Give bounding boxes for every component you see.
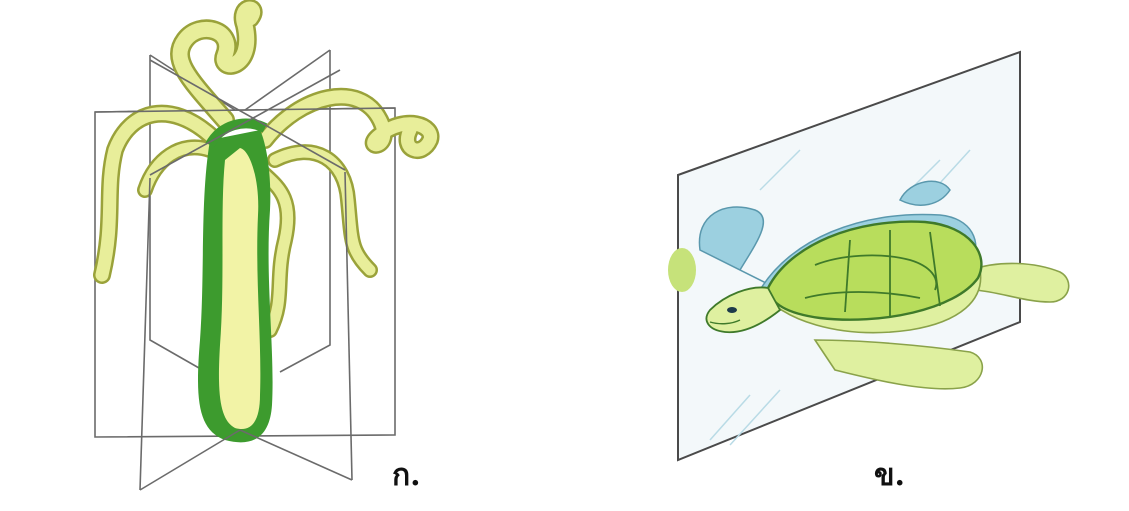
reflected-head-tip	[668, 248, 696, 292]
hydra-body	[198, 118, 273, 443]
plane-top-edge	[149, 69, 341, 176]
plane-top-edge	[149, 59, 346, 171]
turtle-mouth	[709, 319, 741, 325]
hydra-figure: ก.	[60, 0, 460, 511]
tentacle-left-short-fill	[139, 141, 216, 196]
plane-top-edge	[94, 107, 396, 113]
turtle-illustration	[668, 50, 1070, 462]
plane-front-left-edge	[139, 177, 151, 491]
turtle-eye	[727, 307, 737, 313]
front-flipper-right	[969, 262, 1070, 303]
symmetry-planes-front	[94, 59, 396, 491]
shell-scutes	[804, 230, 941, 318]
panel-label-b: ข.	[874, 458, 905, 493]
panel-label-a: ก.	[392, 458, 421, 493]
turtle-head	[705, 286, 782, 334]
plane-edge	[244, 49, 331, 111]
front-flipper-left	[813, 339, 984, 390]
plane-back-left	[149, 55, 221, 381]
tentacle-right-lower-fill	[269, 146, 376, 276]
reflected-flipper	[698, 206, 781, 291]
turtle-figure: ข.	[640, 40, 1100, 511]
body-inner	[218, 148, 261, 430]
plane-back-right	[279, 50, 331, 373]
hydra-illustration	[93, 0, 440, 491]
plane-front-right-edge	[344, 171, 353, 481]
turtle-body	[705, 220, 1070, 390]
plane-bottom-edge	[239, 429, 353, 481]
tentacles	[93, 0, 440, 338]
tentacle-right-fill	[258, 90, 437, 157]
reflected-rear-flipper	[898, 180, 951, 206]
tentacle-left-fill	[95, 107, 217, 282]
tentacle-front-fill	[254, 164, 294, 336]
tentacle-top-fill	[172, 1, 260, 128]
plane-bottom-edge	[139, 429, 241, 491]
